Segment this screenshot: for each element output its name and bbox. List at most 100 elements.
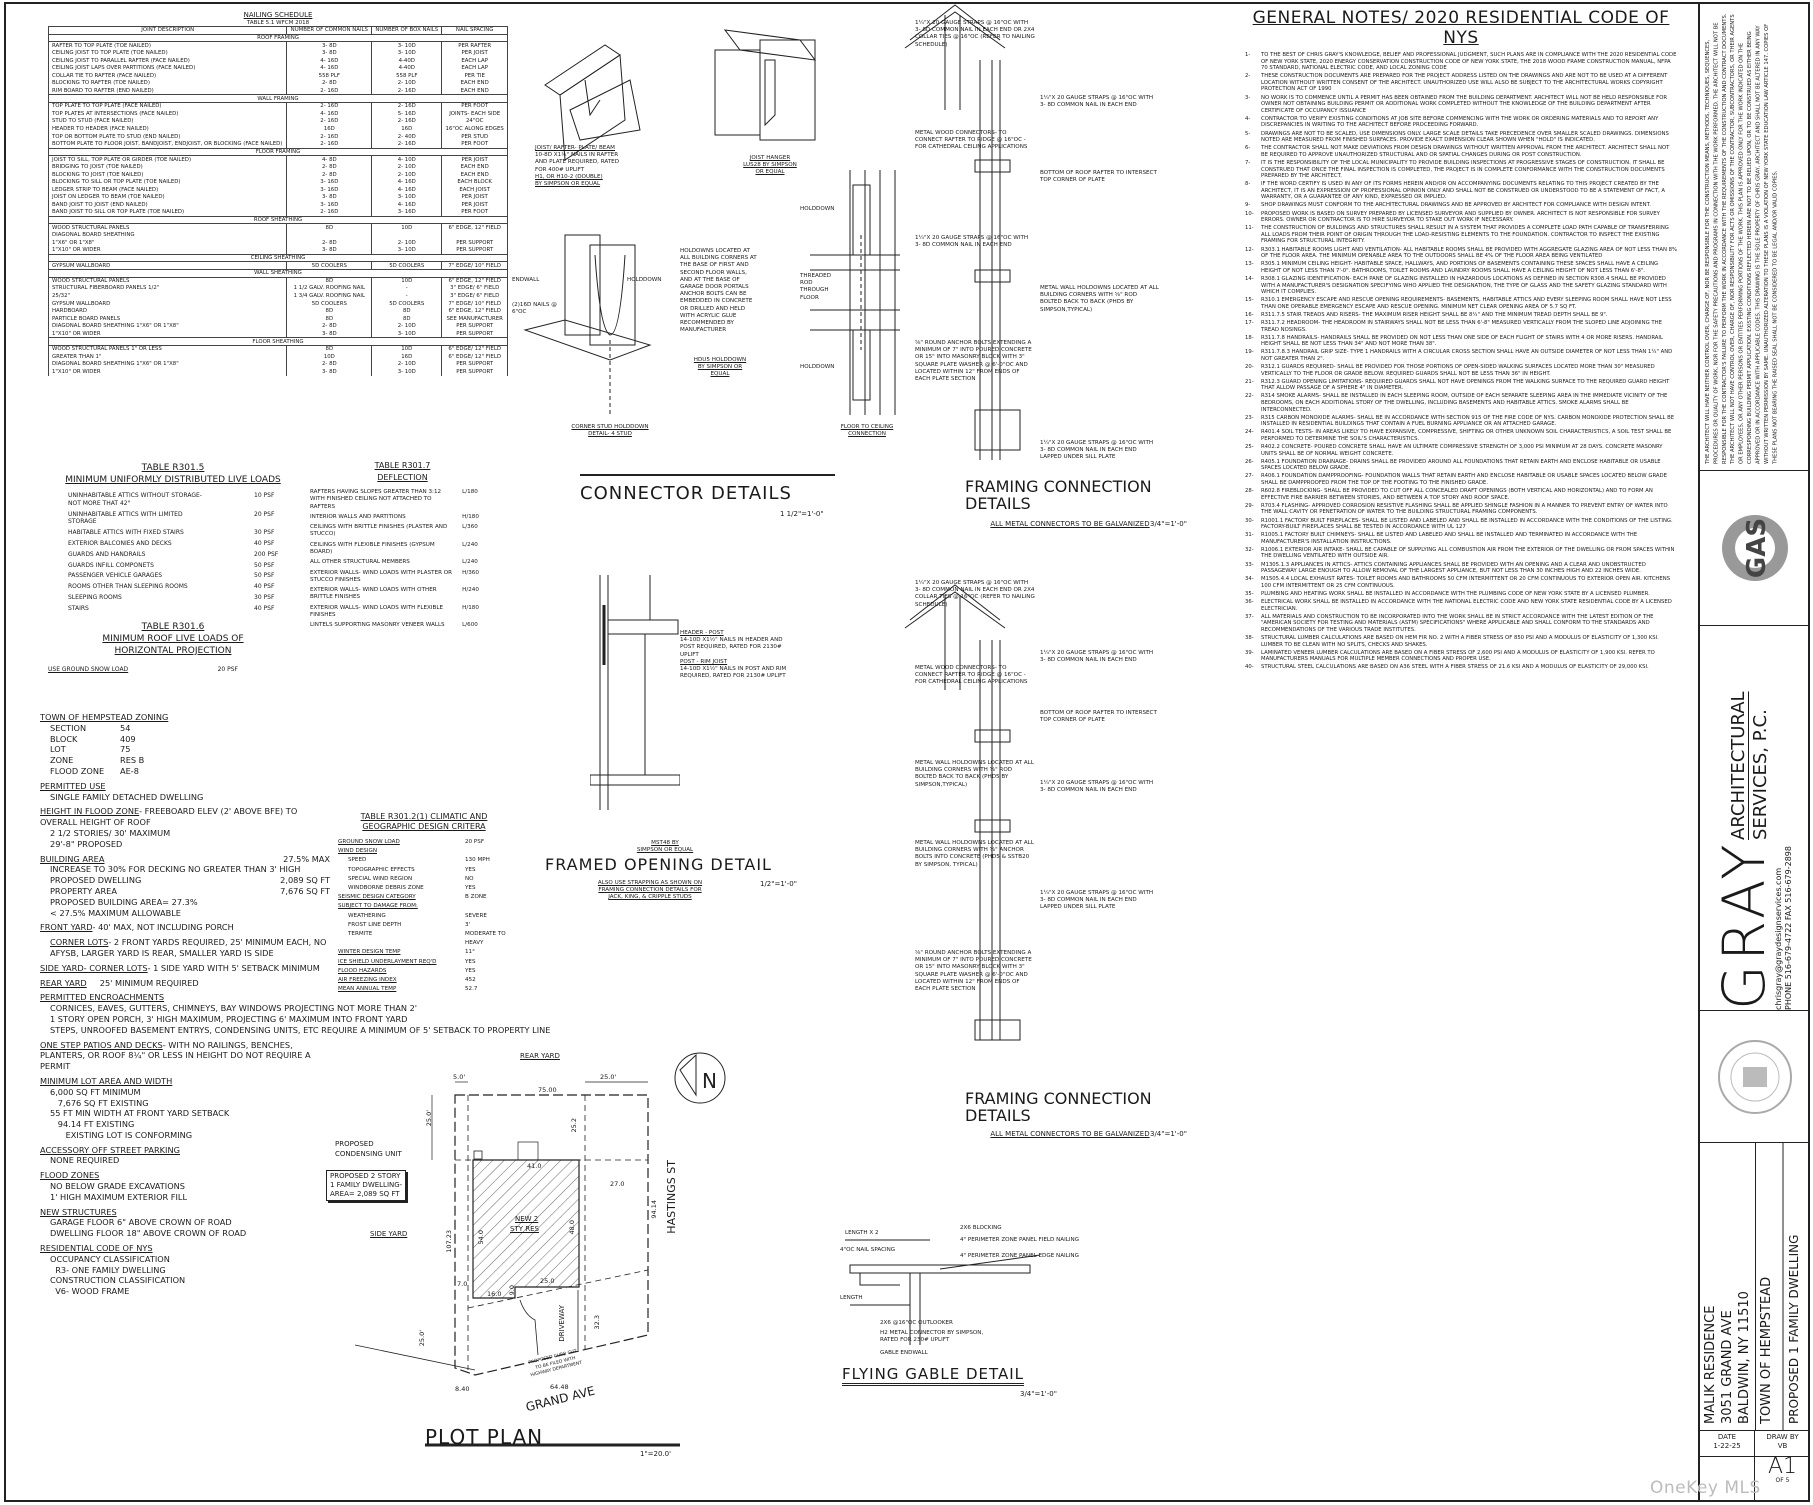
general-note: 17-R311.7.2 HEADROOM- THE HEADROOM IN ST… [1245, 320, 1677, 333]
note-number: 31- [1245, 532, 1254, 539]
seal-block [1700, 1010, 1810, 1142]
heading-text: - WITH NO RAILINGS, BENCHES, PLANTERS, O… [40, 1039, 314, 1072]
row-value: 200 PSF [254, 550, 279, 558]
table-row: BLOCKING TO SILL OR TOP PLATE (TOE NAILE… [47, 178, 508, 186]
general-note: 11-THE CONSTRUCTION OF BUILDINGS AND STR… [1245, 225, 1677, 245]
note-number: 5- [1245, 130, 1251, 137]
table-cell: JOINTS- EACH SIDE [441, 110, 508, 118]
row-value: 40 PSF [254, 604, 275, 612]
note-number: 9- [1245, 202, 1251, 209]
plot-label: NEW 2 [515, 1215, 539, 1223]
row-value: 20 PSF [465, 839, 485, 845]
general-note: 22-R314 SMOKE ALARMS- SHALL BE INSTALLED… [1245, 393, 1677, 413]
plot-label: 94.14 [650, 1200, 658, 1219]
note-text: R401.4 SOIL TESTS- IN AREAS LIKELY TO HA… [1261, 429, 1672, 442]
general-note: 24-R401.4 SOIL TESTS- IN AREAS LIKELY TO… [1245, 429, 1677, 442]
row-label: SEISMIC DESIGN CATEGORY [338, 894, 416, 901]
table-row: LEDGER STRIP TO BEAM (FACE NAILED)3- 16d… [47, 185, 508, 194]
label-line: EQUAL [710, 371, 730, 378]
table-row: WIND DESIGN [338, 847, 510, 856]
row-value: L/180 [462, 489, 478, 495]
zoning-line: 1' HIGH MAXIMUM EXTERIOR FILL [50, 1191, 188, 1202]
row-value: H/180 [462, 604, 479, 611]
row-label: CEILINGS WITH FLEXIBLE FINISHES (GYPSUM … [310, 541, 435, 555]
north-arrow-icon: N [674, 1052, 726, 1104]
table-cell: 2- 16d [371, 87, 443, 95]
label-line: FLOOR [800, 294, 819, 301]
table-cell: COLLAR TIE TO RAFTER (FACE NAILED) [47, 72, 288, 80]
table-cell: GREATER THAN 1" [47, 353, 288, 361]
table-cell: PER SUPPORT [441, 330, 508, 338]
label-line: THREADED [800, 273, 832, 279]
heading-wrap: PERMITTED ENCROACHMENTS [40, 992, 164, 1003]
table-cell: 5d COOLERS [371, 299, 443, 308]
zoning-item: REAR YARD 25' MINIMUM REQUIRED [40, 978, 330, 989]
table-cell: 2- 8d [286, 239, 373, 247]
disclaimer-text: THE ARCHITECT WILL HAVE NEITHER CONTROL … [1705, 13, 1779, 464]
general-note: 16-R311.7.5 STAIR TREADS AND RISERS- THE… [1245, 312, 1677, 319]
row-label: ROOMS OTHER THAN SLEEPING ROOMS [68, 583, 188, 591]
heading-text: 25' MINIMUM REQUIRED [86, 977, 199, 988]
label-line: JACK, KING, & CRIPPLE STUDS [608, 894, 692, 901]
table-cell: 24"oc [441, 117, 508, 126]
table-cell: 2- 8d [286, 163, 373, 171]
row-label: ICE SHIELD UNDERLAYMENT REQ'D [338, 958, 437, 965]
callout-label: METAL WALL HOLDOWNS LOCATED AT ALL BUILD… [1040, 285, 1159, 313]
firm-phone: PHONE 516-679-4722 FAX 516-679-2898 [1784, 846, 1793, 1010]
firm-email[interactable]: chrisgray@graydesignservices.com [1774, 867, 1783, 1010]
note-number: 23- [1245, 414, 1254, 421]
label-line: RECOMMENDED BY [680, 320, 734, 327]
framing-section-1 [904, 4, 1021, 460]
note-number: 39- [1245, 649, 1254, 656]
row-label: PASSENGER VEHICLE GARAGES [68, 572, 163, 580]
note-text: R1006.1 EXTERIOR AIR INTAKE- SHALL BE CA… [1261, 546, 1675, 560]
table-cell: JOIST TO SILL, TOP PLATE OR GIRDER (TOE … [47, 155, 288, 164]
table-cell: 8d [286, 223, 373, 232]
note-text: THESE CONSTRUCTION DOCUMENTS ARE PREPARE… [1261, 73, 1668, 93]
table-cell: WOOD STRUCTURAL PANELS 1" OR LESS [47, 345, 288, 354]
note-text: STRUCTURAL STEEL CALCULATIONS ARE BASED … [1261, 664, 1649, 671]
note-number: 8- [1245, 181, 1251, 188]
row-value: L/240 [462, 559, 478, 566]
table-cell: EACH JOIST [441, 185, 508, 194]
framing-connection-drawings [904, 4, 1021, 1041]
endwall-label: ENDWALL [512, 277, 540, 283]
plot-label: 8.40 [455, 1385, 470, 1393]
note-text: THE CONTRACTOR SHALL NOT MAKE DEVIATIONS… [1261, 145, 1670, 158]
zoning-title: TOWN OF HEMPSTEAD ZONING [40, 712, 169, 722]
note-text: SHOP DRAWINGS MUST CONFORM TO THE ARCHIT… [1261, 202, 1651, 209]
table-cell: 10d [371, 345, 443, 354]
note-text: STRUCTURAL LUMBER CALCULATIONS ARE BASED… [1261, 635, 1659, 648]
row-value: MODERATE TO HEAVY [465, 931, 506, 947]
note-text: R312.3 GUARD OPENING LIMITATIONS- REQUIR… [1261, 378, 1670, 392]
table-row: DIAGONAL BOARD SHEATHING 1"x6" or 1"x8"2… [47, 322, 508, 331]
table-cell: 4- 16d [286, 110, 373, 118]
note-number: 16- [1245, 311, 1254, 318]
disclaimer-block: THE ARCHITECT WILL HAVE NEITHER CONTROL … [1700, 2, 1810, 470]
general-note: 34-M1505.4.4 LOCAL EXHAUST RATES- TOILET… [1245, 576, 1677, 589]
note-number: 26- [1245, 458, 1254, 465]
table-cell: EACH LAP [441, 56, 508, 65]
table-cell: 2- 16d [371, 117, 443, 126]
table-cell: 8d [286, 307, 373, 316]
table-cell: 5d COOLERS [286, 299, 373, 308]
plot-label: DRIVEWAY [558, 1305, 566, 1342]
table-row: DIAGONAL BOARD SHEATHING 1"x6" or 1"x8"2… [47, 360, 508, 369]
row-label: RAFTERS HAVING SLOPES GREATER THAN 3:12 … [310, 489, 442, 510]
table-row: TOP PLATES AT INTERSECTIONS (FACE NAILED… [47, 110, 508, 118]
framed-opening-scale: 1/2"=1'-0" [760, 880, 797, 888]
zoning-item: CORNER LOTS- 2 FRONT YARDS REQUIRED, 25'… [50, 937, 330, 959]
table-cell: DIAGONAL BOARD SHEATHING [47, 231, 288, 240]
general-note: 37-ALL MATERIALS AND CONSTRUCTION TO BE … [1245, 614, 1677, 634]
